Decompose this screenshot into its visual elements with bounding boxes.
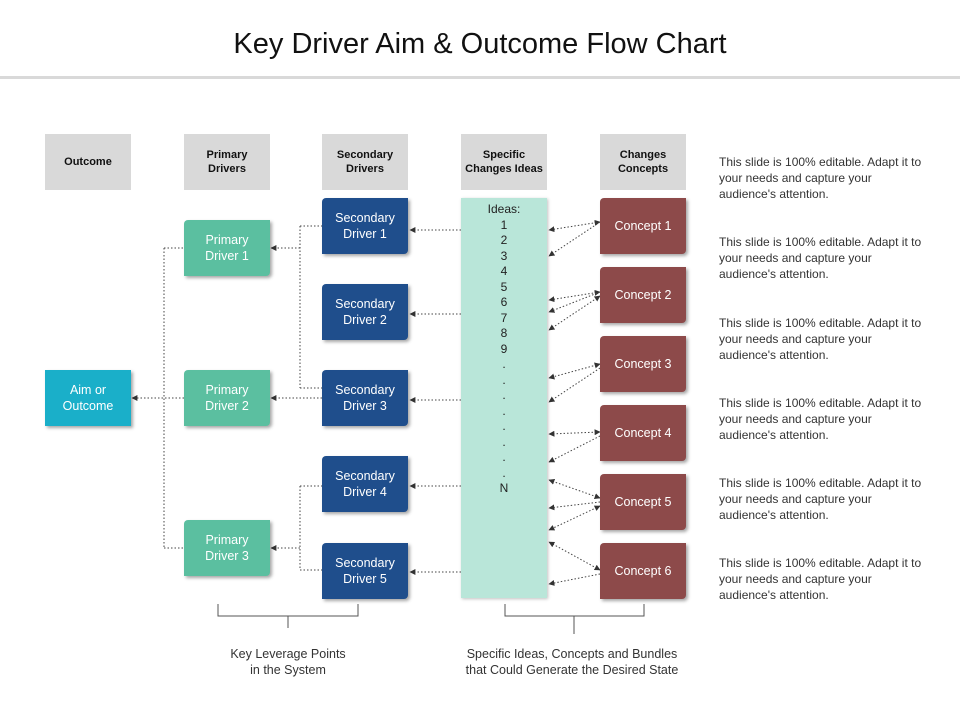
primary-driver-3[interactable]: Primary Driver 3	[184, 520, 270, 576]
ideas-column[interactable]: Ideas: 1 2 3 4 5 6 7 8 9 . . . . . . . .…	[461, 198, 547, 598]
primary-driver-2[interactable]: Primary Driver 2	[184, 370, 270, 426]
arrow-concept-3-a	[548, 362, 601, 380]
concept-4[interactable]: Concept 4	[600, 405, 686, 461]
secondary-driver-2-label: Secondary Driver 2	[335, 297, 395, 327]
note-4: This slide is 100% editable. Adapt it to…	[719, 396, 922, 442]
primary-driver-1[interactable]: Primary Driver 1	[184, 220, 270, 276]
ideas-label: Ideas:	[487, 202, 521, 216]
concept-6-label: Concept 6	[614, 564, 672, 578]
arrow-concept-1-b	[548, 221, 601, 257]
concept-2-label: Concept 2	[614, 288, 672, 302]
header-specific-ideas: Specific Changes Ideas	[461, 134, 547, 190]
header-ideas-label: Specific Changes Ideas	[465, 149, 543, 175]
arrow-concept-4-a	[548, 429, 601, 437]
arrow-concept-5-b	[548, 501, 601, 511]
concept-4-label: Concept 4	[614, 426, 672, 440]
idea-item: 1	[500, 217, 508, 232]
arrow-concept-5-a	[548, 478, 601, 500]
concept-1-label: Concept 1	[614, 219, 672, 233]
arrow-concept-3-b	[548, 367, 601, 403]
caption-ideas-concepts: Specific Ideas, Concepts and Bundles tha…	[465, 647, 679, 677]
note-5: This slide is 100% editable. Adapt it to…	[719, 476, 922, 522]
secondary-driver-4-label: Secondary Driver 4	[335, 469, 395, 499]
idea-item: .	[502, 357, 506, 371]
page-title: Key Driver Aim & Outcome Flow Chart	[233, 28, 727, 60]
secondary-driver-1[interactable]: Secondary Driver 1	[322, 198, 408, 254]
secondary-driver-3-label: Secondary Driver 3	[335, 383, 395, 413]
secondary-driver-1-label: Secondary Driver 1	[335, 211, 395, 241]
idea-item: .	[502, 434, 506, 449]
arrow-concept-2-a	[548, 289, 601, 303]
primary-driver-3-label: Primary Driver 3	[205, 533, 249, 563]
arrow-concept-2-b	[548, 291, 601, 313]
concept-1[interactable]: Concept 1	[600, 198, 686, 254]
idea-item: 3	[500, 248, 508, 263]
arrow-concept-5-c	[548, 505, 601, 531]
concept-6[interactable]: Concept 6	[600, 543, 686, 599]
caption-leverage-points: Key Leverage Points in the System	[230, 647, 346, 677]
idea-item: 5	[500, 279, 508, 294]
idea-item: .	[502, 465, 506, 480]
idea-item: .	[502, 403, 506, 418]
idea-item: .	[502, 450, 506, 464]
primary-driver-2-label: Primary Driver 2	[205, 383, 249, 413]
idea-item: 8	[500, 326, 508, 340]
concept-5[interactable]: Concept 5	[600, 474, 686, 530]
aim-label: Aim or Outcome	[62, 383, 114, 413]
arrow-concept-6-b	[548, 573, 601, 586]
aim-or-outcome-box[interactable]: Aim or Outcome	[45, 370, 131, 426]
concept-3[interactable]: Concept 3	[600, 336, 686, 392]
secondary-driver-5[interactable]: Secondary Driver 5	[322, 543, 408, 599]
arrow-concept-4-b	[548, 435, 601, 463]
concept-3-label: Concept 3	[614, 357, 672, 371]
note-3: This slide is 100% editable. Adapt it to…	[719, 316, 922, 362]
link-primary-to-aim	[163, 247, 184, 549]
arrow-concept-6-a	[548, 541, 601, 571]
header-primary-label: Primary Drivers	[206, 149, 248, 175]
brace-left	[217, 604, 359, 628]
idea-item: .	[502, 388, 506, 402]
header-outcome: Outcome	[45, 134, 131, 190]
header-change-concepts: Changes Concepts	[600, 134, 686, 190]
concept-5-label: Concept 5	[614, 495, 672, 509]
idea-item: 7	[500, 310, 508, 325]
idea-item: .	[502, 419, 506, 433]
secondary-driver-5-label: Secondary Driver 5	[335, 556, 395, 586]
secondary-driver-4[interactable]: Secondary Driver 4	[322, 456, 408, 512]
idea-item: 6	[500, 295, 508, 309]
header-secondary-label: Secondary Drivers	[336, 149, 394, 175]
idea-item: N	[499, 481, 509, 495]
header-concepts-label: Changes Concepts	[617, 149, 669, 175]
header-secondary-drivers: Secondary Drivers	[322, 134, 408, 190]
link-sec-group-1	[299, 225, 322, 389]
header-outcome-label: Outcome	[64, 156, 112, 168]
arrow-concept-1-a	[548, 219, 601, 233]
idea-item: 9	[500, 341, 508, 356]
arrow-concept-2-c	[548, 295, 601, 331]
concept-2[interactable]: Concept 2	[600, 267, 686, 323]
idea-item: 2	[500, 233, 508, 247]
header-primary-drivers: Primary Drivers	[184, 134, 270, 190]
note-6: This slide is 100% editable. Adapt it to…	[719, 556, 922, 602]
brace-right	[504, 604, 645, 634]
idea-item: .	[502, 372, 506, 387]
secondary-driver-3[interactable]: Secondary Driver 3	[322, 370, 408, 426]
primary-driver-1-label: Primary Driver 1	[205, 233, 249, 263]
title-divider	[0, 76, 960, 79]
note-2: This slide is 100% editable. Adapt it to…	[719, 235, 922, 281]
link-sec-group-2	[299, 485, 322, 571]
note-1: This slide is 100% editable. Adapt it to…	[719, 155, 922, 201]
secondary-driver-2[interactable]: Secondary Driver 2	[322, 284, 408, 340]
idea-item: 4	[500, 264, 508, 278]
